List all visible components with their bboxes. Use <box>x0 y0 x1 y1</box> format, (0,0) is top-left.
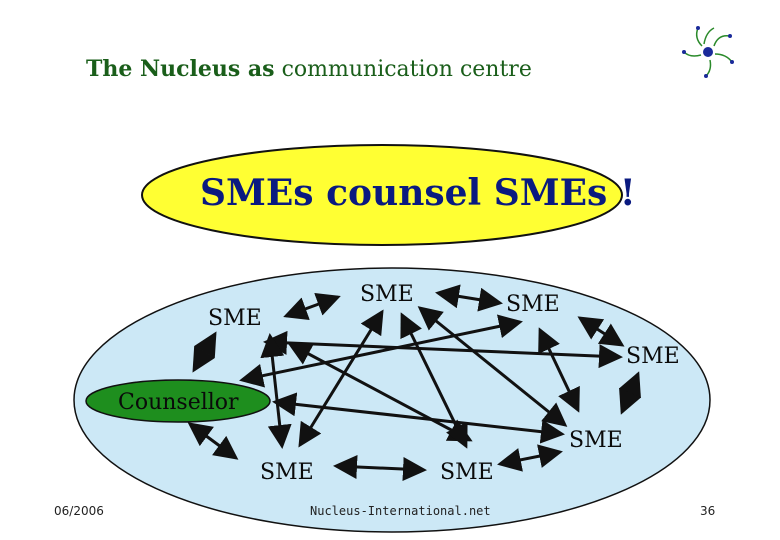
arrow <box>192 331 217 373</box>
arrow <box>283 292 341 321</box>
footer-page-number: 36 <box>700 504 716 518</box>
footer-date: 06/2006 <box>54 504 104 518</box>
banner-text: SMEs counsel SMEs ! <box>200 172 636 214</box>
sme-node-left: SME <box>208 306 262 331</box>
arrow <box>538 327 580 413</box>
sme-node-bottom-left: SME <box>260 460 314 485</box>
sme-node-right: SME <box>626 344 680 369</box>
slide-title: The Nucleus as communication centre <box>86 56 532 82</box>
sme-node-bottom-mid: SME <box>440 460 494 485</box>
sme-node-top-right: SME <box>506 292 560 317</box>
counsellor-node: Counsellor <box>118 390 239 415</box>
connection-arrows <box>187 284 642 482</box>
arrow <box>618 371 642 415</box>
arrow <box>333 454 427 482</box>
sme-node-lower-right: SME <box>569 428 623 453</box>
nucleus-logo-icon <box>682 26 734 78</box>
footer-site: Nucleus-International.net <box>310 504 491 518</box>
title-rest: communication centre <box>281 57 532 82</box>
arrow <box>272 392 565 444</box>
title-bold: The Nucleus as <box>86 56 275 82</box>
banner-ellipse <box>141 144 623 246</box>
sme-node-top: SME <box>360 282 414 307</box>
arrow <box>187 422 239 460</box>
arrow <box>435 284 503 312</box>
arrow <box>497 444 563 472</box>
